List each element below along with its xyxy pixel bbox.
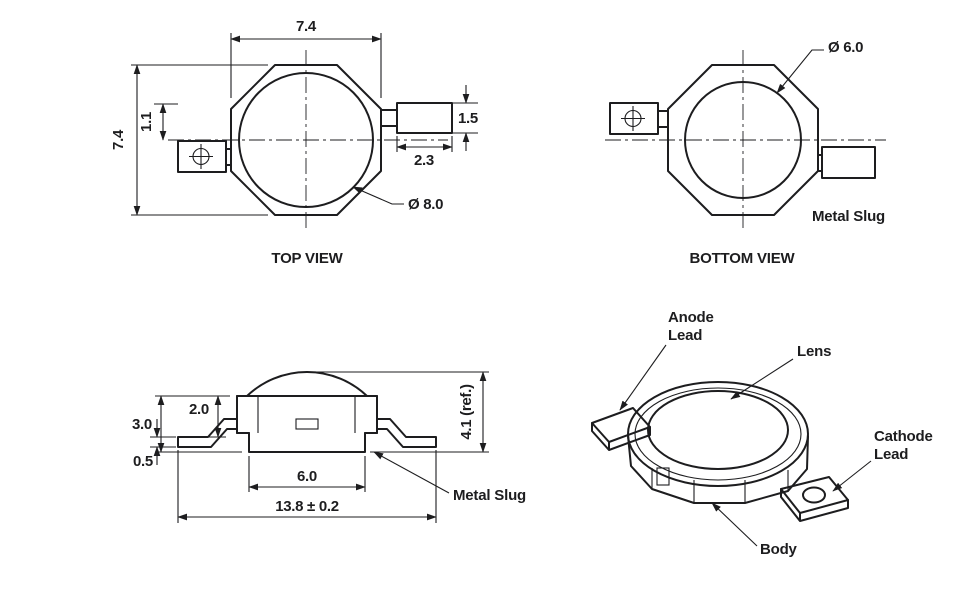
dim-body-height-value: 3.0	[132, 416, 152, 433]
body-callout: Body	[711, 502, 798, 558]
body-label: Body	[760, 541, 798, 558]
metal-slug-side	[248, 432, 366, 453]
dim-lead-height-value: 2.0	[189, 401, 209, 418]
right-lead-bottom	[817, 146, 876, 179]
anode-lead-3d	[591, 407, 651, 451]
dim-slug-diameter-value: Ø 6.0	[828, 39, 863, 56]
dim-lead-thickness-value: 0.5	[133, 453, 153, 470]
dim-lens-diameter: Ø 8.0	[352, 186, 443, 213]
dim-lead-offset-value: 1.1	[138, 112, 155, 132]
dim-top-width-value: 7.4	[296, 18, 317, 35]
dim-slug-width: 6.0	[248, 456, 366, 492]
slug-circle-bottom	[684, 81, 802, 199]
right-lead-side	[376, 418, 437, 448]
dim-lead-width: 1.5	[452, 85, 478, 151]
anode-callout: Anode Lead	[619, 309, 714, 411]
body-side	[236, 395, 378, 434]
dim-top-height-value: 7.4	[110, 129, 127, 150]
left-lead-bottom	[609, 102, 669, 135]
cathode-lead-3d	[780, 476, 849, 522]
right-lead-top	[380, 102, 453, 134]
cathode-hole-3d	[802, 486, 826, 504]
dim-lead-offset: 1.1	[138, 103, 178, 141]
bottom-view: Ø 6.0 Metal Slug BOTTOM VIEW	[605, 39, 886, 267]
dim-lead-width-value: 1.5	[458, 110, 478, 127]
dim-overall-width-value: 13.8 ± 0.2	[275, 498, 339, 515]
dim-slug-width-value: 6.0	[297, 468, 317, 485]
package-outline-top	[230, 64, 382, 216]
metal-slug-label-bottom: Metal Slug	[812, 208, 885, 225]
lens-dome-side	[246, 371, 368, 397]
dim-body-height: 3.0	[132, 395, 242, 453]
anode-mark-bottom-icon	[621, 106, 645, 131]
cathode-label-line2: Lead	[874, 446, 908, 463]
metal-slug-callout-side: Metal Slug	[373, 451, 526, 504]
cathode-mark-side	[295, 418, 319, 430]
bottom-view-title: BOTTOM VIEW	[689, 250, 795, 267]
lens-callout: Lens	[730, 343, 831, 400]
anode-label-line1: Anode	[668, 309, 714, 326]
cathode-label-line1: Cathode	[874, 428, 933, 445]
top-view: 7.4 7.4 1.1 1.5 2.3 Ø 8.0 TOP VIEW	[110, 18, 478, 267]
dim-lens-diameter-value: Ø 8.0	[408, 196, 443, 213]
lens-label: Lens	[797, 343, 831, 360]
dim-lead-thickness: 0.5	[133, 419, 176, 470]
flange-ellipse-3d	[627, 381, 809, 487]
side-view: 3.0 2.0 0.5 6.0 13.8 ± 0.2 4.1 (ref.)	[132, 371, 526, 523]
top-view-title: TOP VIEW	[271, 250, 343, 267]
dim-overall-width: 13.8 ± 0.2	[177, 450, 437, 523]
cathode-callout: Cathode Lead	[832, 428, 933, 492]
lens-ellipse-3d	[647, 390, 789, 470]
dim-lead-length: 2.3	[396, 136, 453, 169]
package-outline-bottom	[667, 64, 819, 216]
bottom-view-centerlines	[605, 50, 886, 230]
flange-rim-3d	[634, 387, 802, 481]
dim-top-width: 7.4	[230, 18, 382, 98]
anode-mark-icon	[189, 144, 213, 169]
dim-lead-length-value: 2.3	[414, 152, 434, 169]
dim-lead-height: 2.0	[189, 395, 226, 438]
dim-top-height: 7.4	[110, 64, 268, 216]
lens-circle-top	[238, 72, 374, 208]
dim-overall-height: 4.1 (ref.)	[312, 371, 489, 453]
perspective-view: Anode Lead Lens Cathode Lead Body	[591, 309, 933, 558]
left-lead-side	[177, 418, 238, 448]
dim-overall-height-value: 4.1 (ref.)	[458, 384, 475, 440]
metal-slug-label-side: Metal Slug	[453, 487, 526, 504]
anode-label-line2: Lead	[668, 327, 702, 344]
dim-slug-diameter: Ø 6.0	[776, 39, 863, 94]
top-view-centerlines	[168, 50, 448, 230]
